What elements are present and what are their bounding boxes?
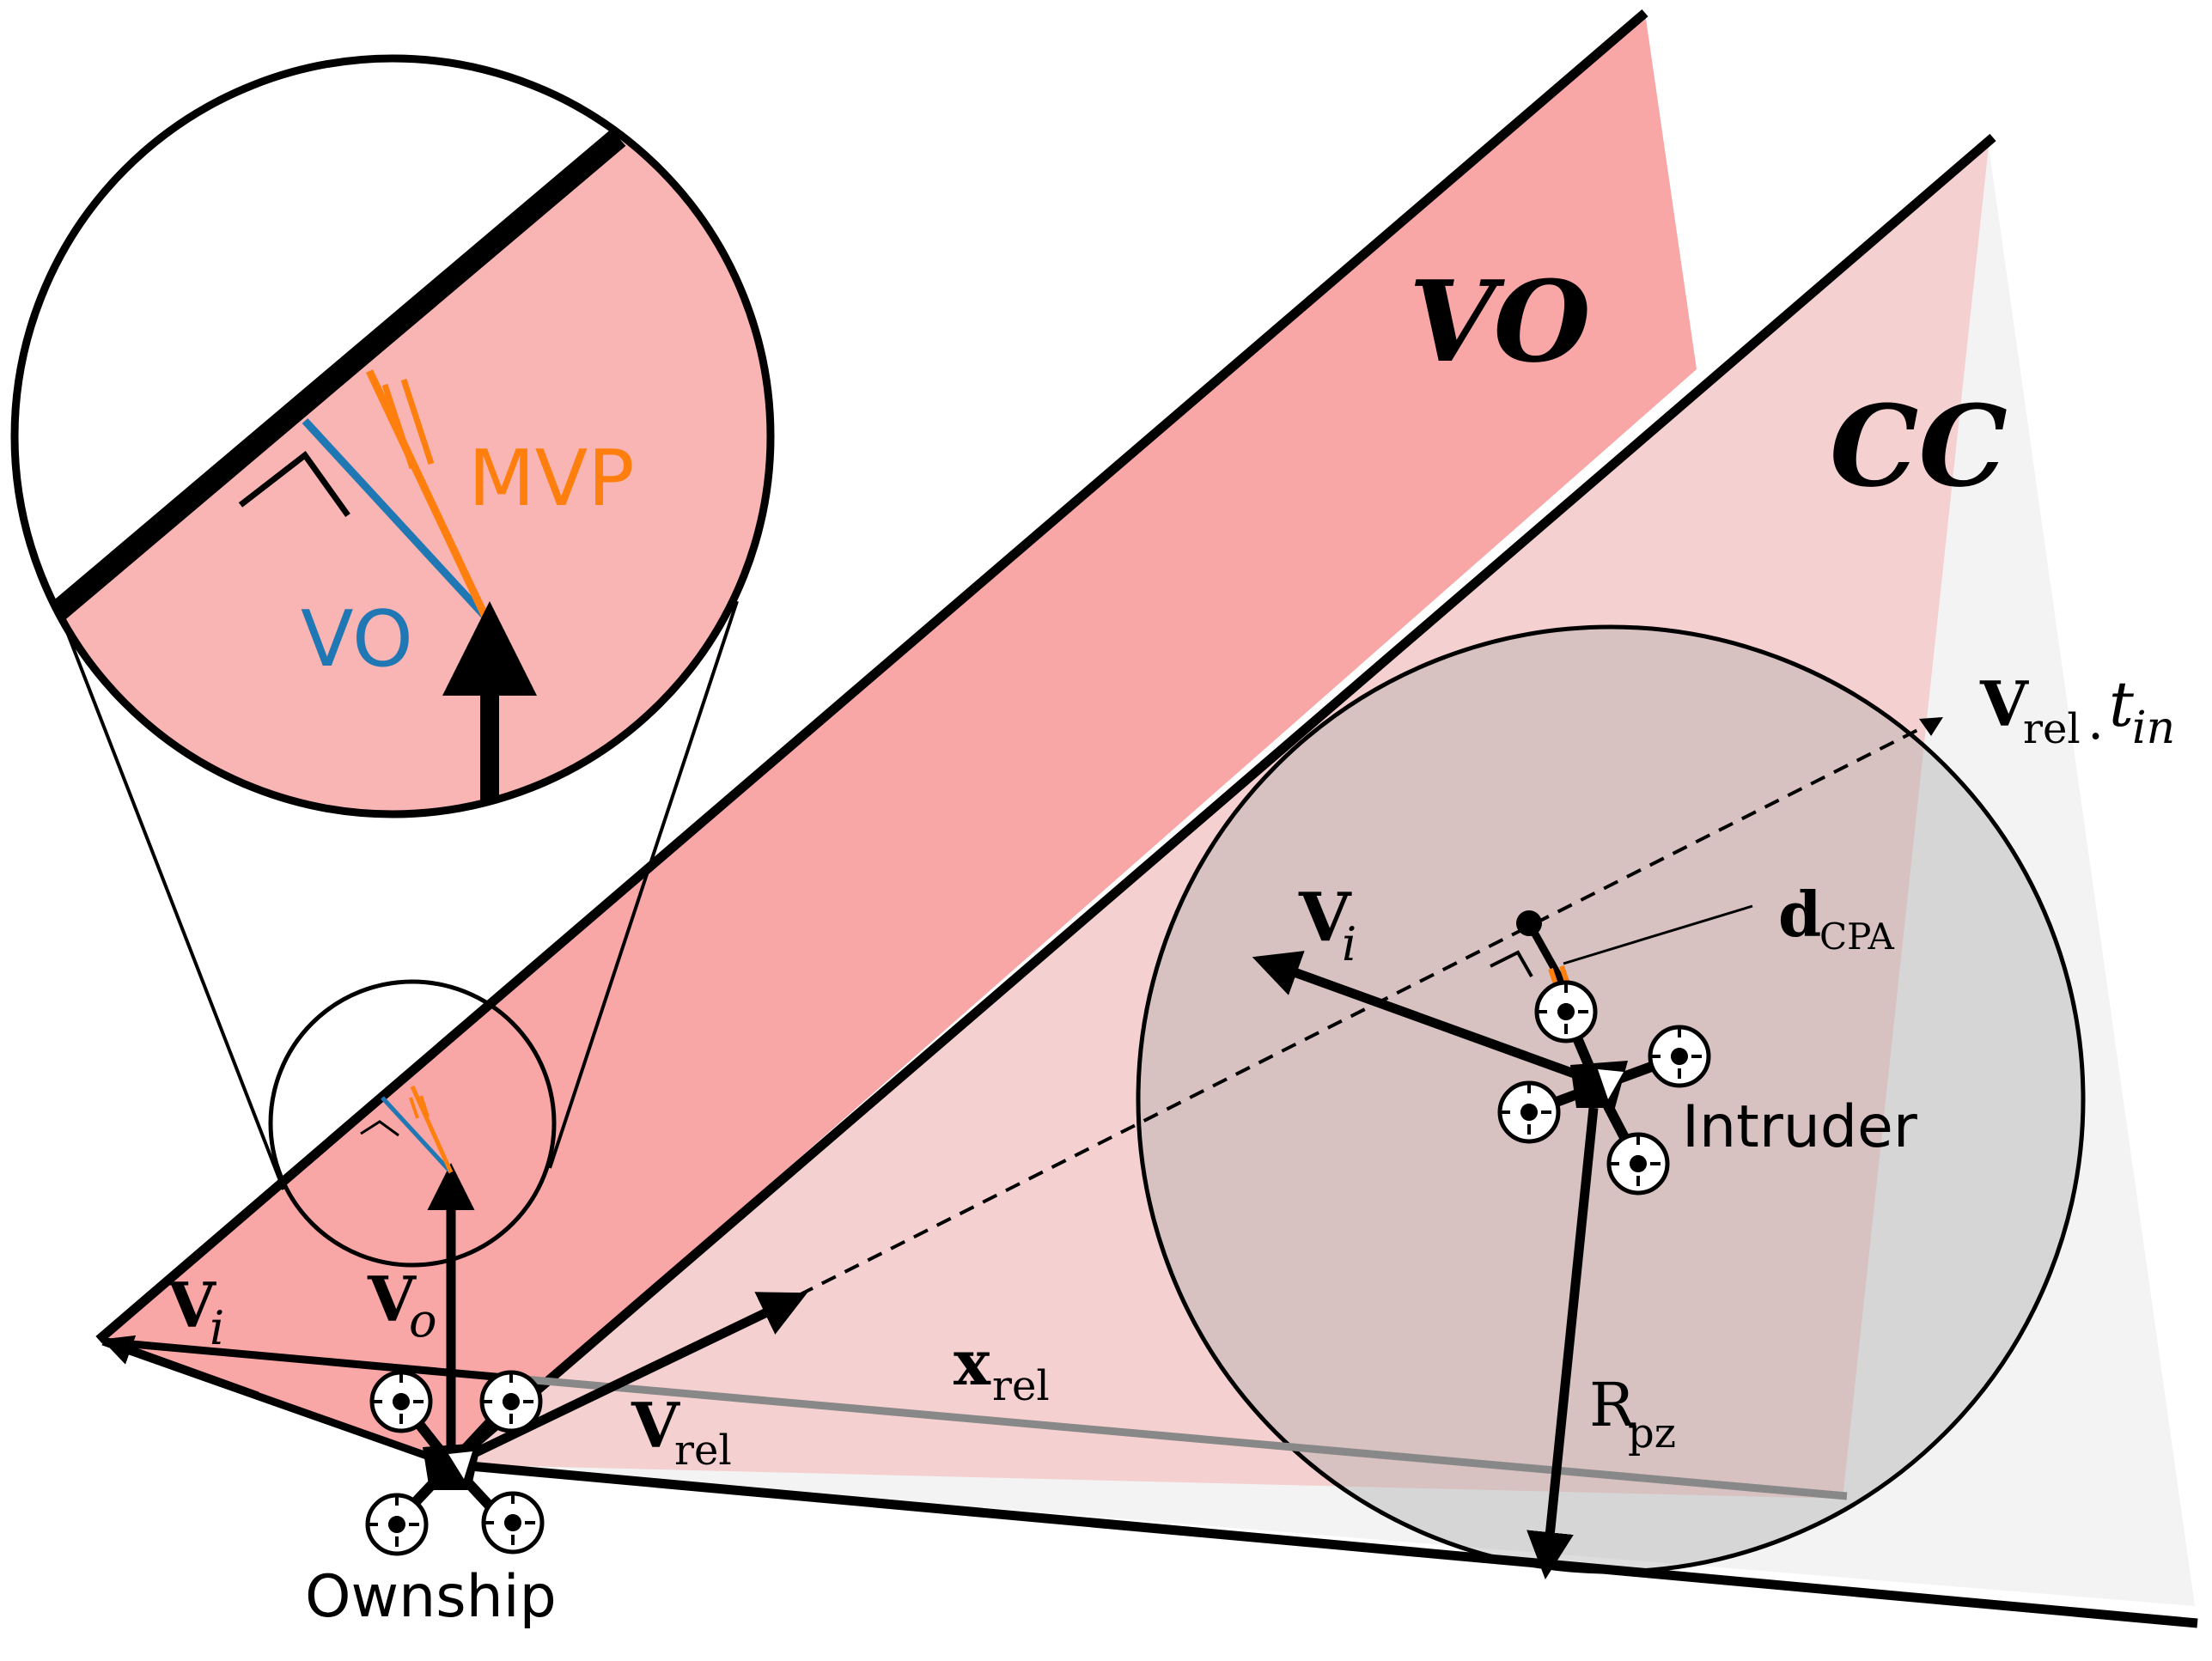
v-i-intruder-arrow xyxy=(1252,951,1600,1087)
svg-text:pz: pz xyxy=(1628,1409,1676,1457)
v-rel-label: V rel xyxy=(631,1389,732,1475)
cc-lower-boundary xyxy=(450,1459,2198,1628)
v-rel-arrow xyxy=(448,1292,807,1469)
relative-trajectory xyxy=(798,715,1944,1297)
x-rel-line xyxy=(446,1368,1848,1500)
svg-text:rel: rel xyxy=(2023,705,2081,753)
v-rel-t-in-label: V rel . t in xyxy=(1979,667,2175,754)
v-o-label: V o xyxy=(367,1262,437,1348)
svg-text:i: i xyxy=(1342,917,1356,971)
svg-text:x: x xyxy=(954,1326,991,1399)
d-cpa-leader xyxy=(1563,904,1753,965)
svg-text:V: V xyxy=(367,1262,417,1335)
small-zoom-circle xyxy=(268,979,557,1268)
v-i-own-label: V i xyxy=(167,1269,224,1355)
zoom-connector-right xyxy=(548,600,739,1169)
zoom-connector-left xyxy=(58,613,285,1190)
svg-text:V: V xyxy=(1979,667,2029,740)
vo-upper-boundary xyxy=(95,9,1648,1344)
svg-text:R: R xyxy=(1589,1370,1636,1440)
svg-text:t: t xyxy=(2109,668,2135,740)
cc-region xyxy=(451,146,1989,1499)
cpa-right-angle xyxy=(1490,950,1533,977)
cc-upper-boundary xyxy=(448,133,1996,1469)
x-rel-label: x rel xyxy=(954,1326,1050,1410)
svg-text:CPA: CPA xyxy=(1819,916,1895,958)
big-zoom-circle xyxy=(10,54,775,818)
big-zoom-inset xyxy=(15,58,771,814)
r-pz-label: R pz xyxy=(1589,1370,1676,1457)
vo-region-label: VO xyxy=(1409,256,1591,387)
small-zoom-detail xyxy=(360,1085,454,1174)
v-i-intruder-label: V i xyxy=(1298,879,1356,971)
zoom-vo-label: VO xyxy=(301,594,413,684)
zoom-mvp-label: MVP xyxy=(468,434,635,524)
cpa-point xyxy=(1516,910,1542,936)
svg-text:d: d xyxy=(1778,878,1821,951)
intruder-label: Intruder xyxy=(1682,1093,1917,1161)
svg-text:rel: rel xyxy=(674,1427,732,1475)
svg-text:.: . xyxy=(2087,691,2104,751)
ownship-label: Ownship xyxy=(305,1563,557,1631)
trajectory-end-arrow xyxy=(1919,717,1943,736)
svg-text:V: V xyxy=(1298,879,1352,957)
intruder-drone xyxy=(1500,983,1709,1193)
svg-text:in: in xyxy=(2132,703,2175,754)
ownship-drone xyxy=(368,1372,542,1554)
d-cpa-label: d CPA xyxy=(1778,878,1895,958)
cc-region-label: CC xyxy=(1830,380,2008,512)
vo-region xyxy=(99,13,1697,1464)
svg-text:V: V xyxy=(631,1389,680,1462)
svg-text:rel: rel xyxy=(992,1362,1050,1410)
svg-text:i: i xyxy=(210,1301,224,1355)
svg-text:V: V xyxy=(167,1269,216,1342)
r-pz-arrow xyxy=(1526,1107,1599,1579)
v-i-own-arrow xyxy=(101,1335,259,1400)
svg-text:o: o xyxy=(409,1293,437,1348)
